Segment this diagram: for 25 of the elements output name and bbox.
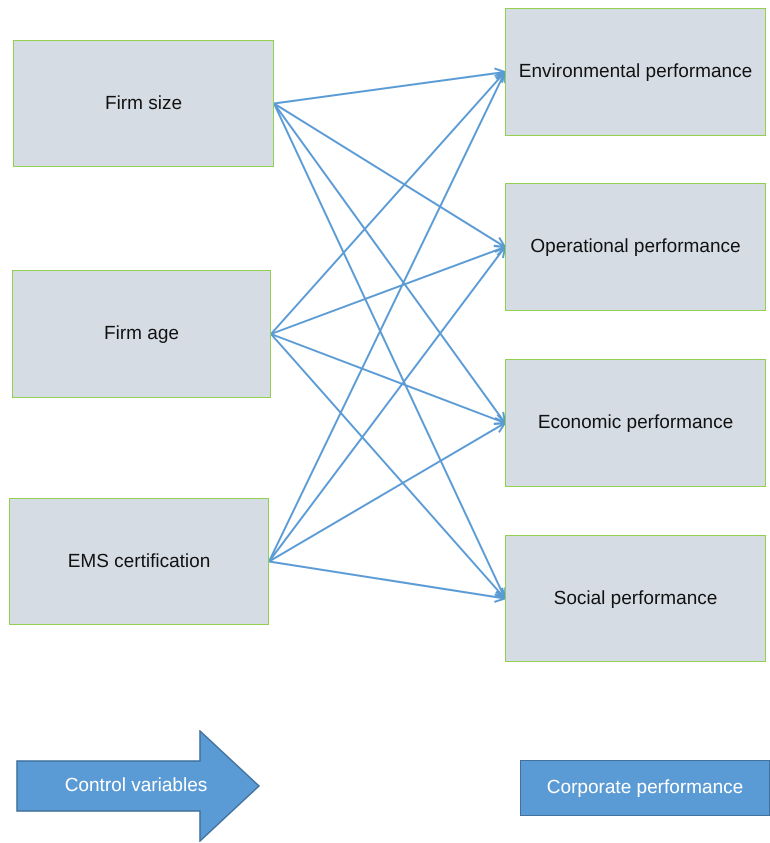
node-label: EMS certification (68, 550, 210, 574)
node-label: Firm age (104, 322, 179, 346)
variable-box (12, 270, 271, 398)
arrow (268, 422, 506, 562)
variable-box (9, 498, 269, 625)
variable-box (505, 8, 766, 136)
variable-box (13, 40, 274, 167)
node-label: Firm size (104, 92, 182, 116)
node-label: Operational performance (530, 235, 741, 260)
arrow (273, 102, 506, 248)
node-label: Social performance (554, 586, 718, 611)
variable-box (505, 183, 766, 311)
node-label: Corporate performance (546, 777, 744, 799)
legend-banner (520, 760, 770, 816)
node-label: Environmental performance (518, 60, 752, 84)
variable-box (505, 359, 766, 487)
arrow (268, 246, 506, 562)
arrow (270, 333, 506, 600)
block-arrow (16, 730, 260, 842)
arrow (274, 67, 506, 104)
arrow (268, 560, 506, 603)
node-label: Economic performance (538, 411, 734, 436)
variable-box (505, 535, 766, 662)
node-label: Control variables (64, 775, 208, 797)
arrow (270, 71, 506, 335)
